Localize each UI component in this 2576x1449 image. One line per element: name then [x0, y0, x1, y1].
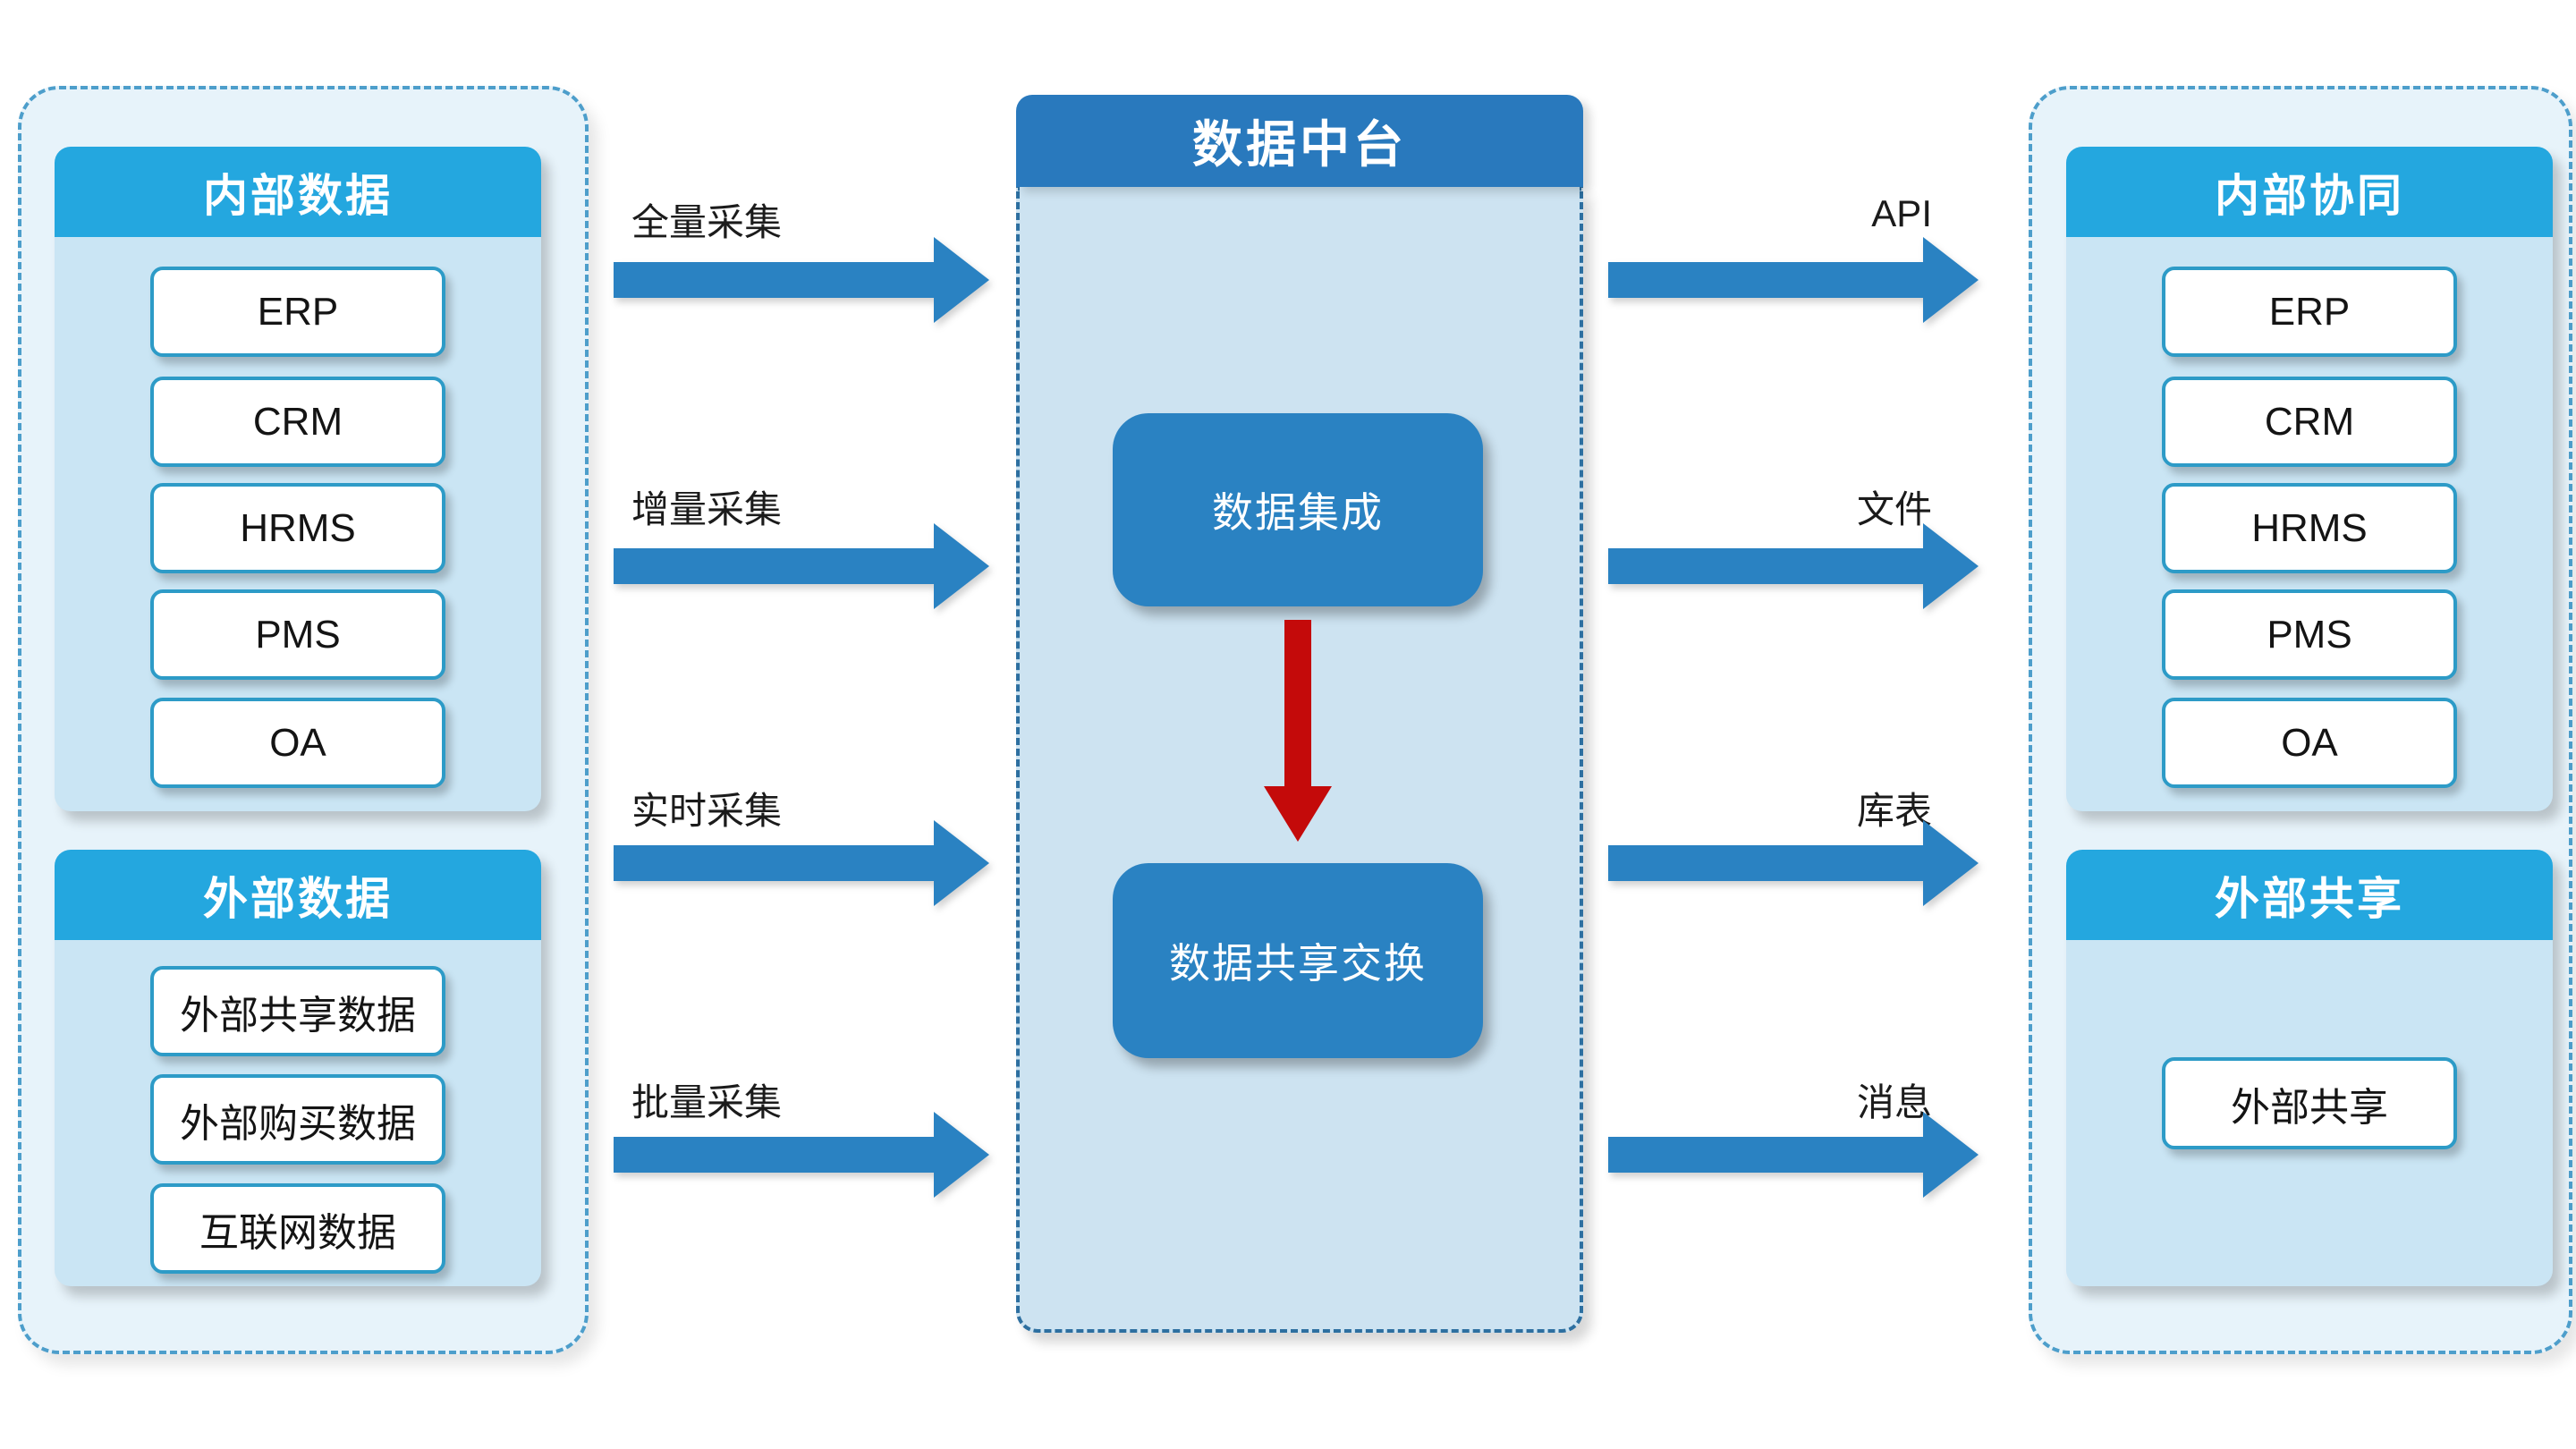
system-box-external-share: 外部共享	[2162, 1057, 2457, 1149]
collect-arrow-batch-icon	[614, 1112, 989, 1198]
system-box-hrms-source: HRMS	[150, 483, 445, 573]
deliver-label-message: 消息	[1856, 1081, 1932, 1123]
arrow-head	[934, 523, 989, 609]
collect-label-realtime: 实时采集	[631, 790, 783, 832]
down-arrow-red-icon	[1264, 620, 1332, 842]
panel-external-data: 外部数据 外部共享数据 外部购买数据 互联网数据	[55, 850, 541, 1286]
arrow-head	[1923, 820, 1979, 906]
system-box-oa-source: OA	[150, 698, 445, 788]
node-data-share-exchange: 数据共享交换	[1113, 863, 1483, 1058]
node-data-integration: 数据集成	[1113, 413, 1483, 606]
collect-label-batch: 批量采集	[631, 1081, 783, 1123]
arrow-head	[934, 237, 989, 323]
arrow-shaft	[614, 262, 934, 298]
arrow-shaft	[1608, 548, 1923, 584]
deliver-label-api: API	[1871, 192, 1932, 234]
deliver-arrow-table-icon	[1608, 820, 1984, 906]
arrow-shaft	[1608, 1137, 1923, 1173]
arrow-shaft	[1608, 845, 1923, 881]
system-box-external-purchased-data: 外部购买数据	[150, 1074, 445, 1165]
panel-external-data-header: 外部数据	[55, 850, 541, 940]
arrow-shaft	[1284, 620, 1311, 786]
deliver-arrow-message-icon	[1608, 1112, 1984, 1198]
deliver-arrow-api-icon	[1608, 237, 1984, 323]
system-box-pms-target: PMS	[2162, 589, 2457, 680]
arrow-shaft	[614, 548, 934, 584]
system-box-internet-data: 互联网数据	[150, 1183, 445, 1274]
system-box-crm-source: CRM	[150, 377, 445, 467]
center-platform-header: 数据中台	[1016, 95, 1583, 187]
panel-external-share: 外部共享 外部共享	[2066, 850, 2553, 1286]
system-box-hrms-target: HRMS	[2162, 483, 2457, 573]
collect-label-full: 全量采集	[631, 201, 783, 243]
arrow-head	[1923, 237, 1979, 323]
arrow-head	[934, 1112, 989, 1198]
panel-external-share-header: 外部共享	[2066, 850, 2553, 940]
panel-internal-data: 内部数据 ERP CRM HRMS PMS OA	[55, 147, 541, 811]
collect-label-incremental: 增量采集	[631, 488, 783, 530]
deliver-arrow-file-icon	[1608, 523, 1984, 609]
arrow-shaft	[614, 1137, 934, 1173]
arrow-head	[1923, 1112, 1979, 1198]
panel-internal-collaboration-header: 内部协同	[2066, 147, 2553, 237]
collect-arrow-realtime-icon	[614, 820, 989, 906]
deliver-label-table: 库表	[1856, 790, 1932, 832]
deliver-label-file: 文件	[1856, 488, 1932, 530]
arrow-shaft	[1608, 262, 1923, 298]
panel-internal-data-header: 内部数据	[55, 147, 541, 237]
system-box-erp-source: ERP	[150, 267, 445, 357]
panel-internal-collaboration: 内部协同 ERP CRM HRMS PMS OA	[2066, 147, 2553, 811]
system-box-oa-target: OA	[2162, 698, 2457, 788]
collect-arrow-full-icon	[614, 237, 989, 323]
system-box-crm-target: CRM	[2162, 377, 2457, 467]
arrow-head	[1264, 786, 1332, 842]
system-box-external-shared-data: 外部共享数据	[150, 966, 445, 1056]
arrow-head	[934, 820, 989, 906]
collect-arrow-incremental-icon	[614, 523, 989, 609]
arrow-shaft	[614, 845, 934, 881]
system-box-pms-source: PMS	[150, 589, 445, 680]
arrow-head	[1923, 523, 1979, 609]
system-box-erp-target: ERP	[2162, 267, 2457, 357]
